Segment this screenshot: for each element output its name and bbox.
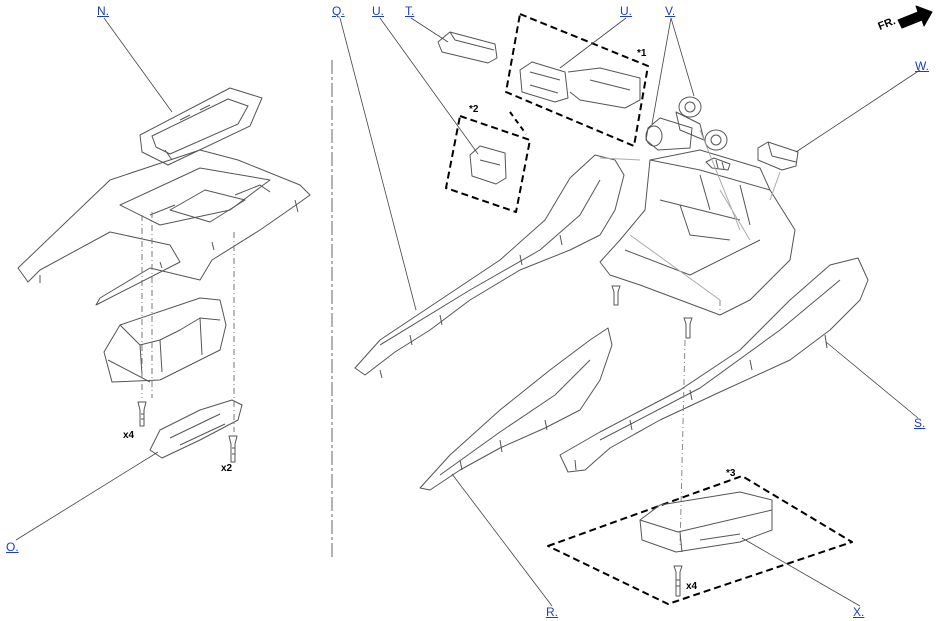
leader-o: [15, 451, 159, 541]
leader-x: [741, 537, 861, 607]
left-screw-2: [228, 435, 238, 463]
callout-n[interactable]: N.: [97, 4, 109, 18]
callout-q[interactable]: Q.: [332, 4, 345, 18]
control-module-x: [639, 491, 773, 553]
qty-bottom-x4: x4: [686, 581, 698, 592]
leader-u2: [559, 17, 627, 69]
upper-console-panel: [17, 149, 311, 306]
qty-left-x2: x2: [221, 463, 233, 474]
leader-v1: [651, 17, 672, 125]
callout-v[interactable]: V.: [665, 4, 676, 18]
callout-x[interactable]: X.: [853, 605, 865, 619]
leader-v2: [670, 17, 695, 97]
center-screw-1: [611, 285, 621, 306]
lower-switch-bracket: [149, 399, 243, 459]
left-screw-1: [137, 401, 147, 427]
module-screw: [673, 565, 683, 597]
socket-screw: [705, 157, 731, 171]
switch-module-u: [519, 61, 641, 109]
power-socket-assembly: [645, 96, 728, 151]
note-star-2: *2: [469, 104, 479, 115]
group-box-3: [547, 475, 853, 605]
switch-panel-t: [437, 31, 498, 64]
center-console-body: [599, 149, 796, 316]
leader-s: [825, 341, 919, 419]
callout-u-left[interactable]: U.: [372, 4, 384, 18]
callout-s[interactable]: S.: [914, 416, 926, 430]
front-direction-arrow: [897, 5, 933, 29]
leader-u1: [379, 17, 479, 155]
callout-o[interactable]: O.: [6, 540, 19, 554]
leader-q: [339, 17, 417, 311]
qty-left-x4: x4: [123, 430, 135, 441]
left-side-trim-panel: [354, 154, 625, 379]
center-screw-2: [683, 317, 693, 339]
callout-r[interactable]: R.: [546, 605, 558, 619]
leader-t: [410, 17, 449, 43]
shift-switch-assembly: [103, 297, 227, 383]
leader-w: [795, 69, 921, 153]
group-box-1: [505, 13, 649, 147]
note-star-1: *1: [637, 48, 647, 59]
switch-module-u2: [469, 145, 507, 185]
note-star-3: *3: [726, 468, 736, 479]
callout-w[interactable]: W.: [915, 59, 929, 73]
leader-n: [103, 17, 173, 113]
right-side-trim-panel: [419, 327, 613, 491]
leader-r: [451, 473, 553, 607]
group-box-2: [445, 115, 531, 213]
console-side-panel: [559, 257, 869, 473]
shift-bezel-frame: [139, 87, 263, 166]
callout-u-right[interactable]: U.: [620, 4, 632, 18]
connector-w: [757, 141, 799, 171]
callout-t[interactable]: T.: [405, 4, 415, 18]
